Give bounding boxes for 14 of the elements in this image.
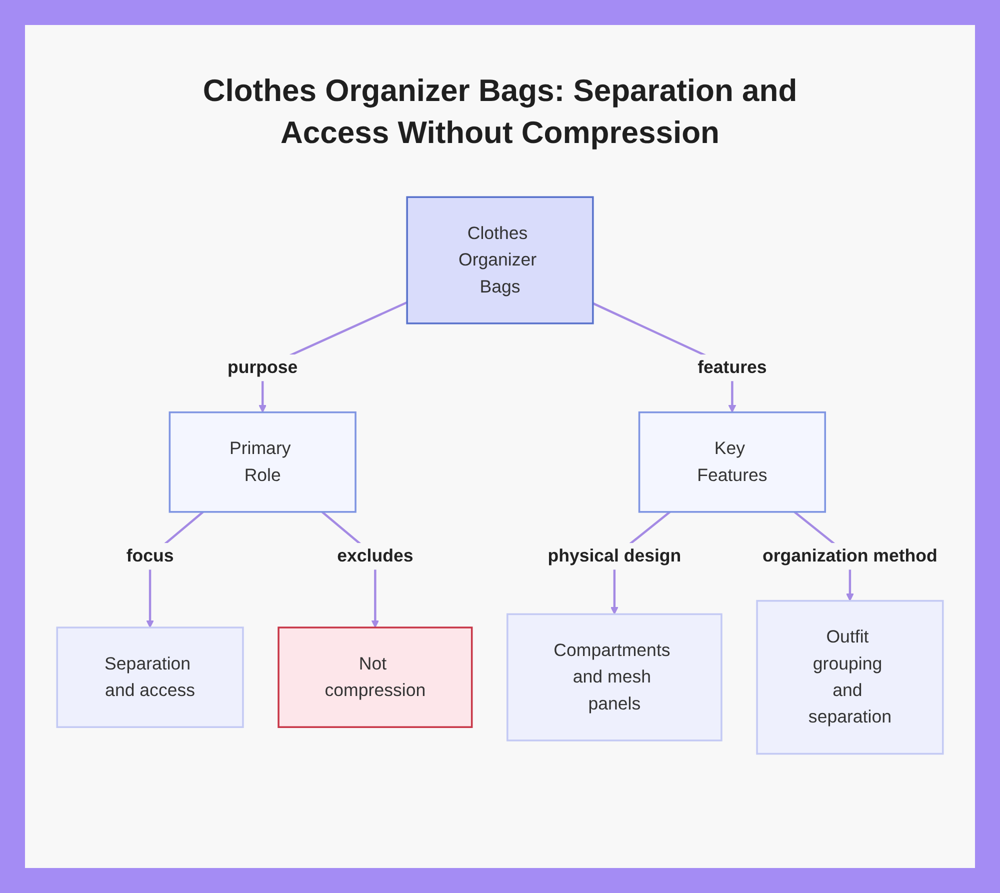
node-box: Compartments and mesh panels: [506, 613, 722, 742]
edge-label: excludes: [337, 546, 414, 566]
node-box: Outfit grouping and separation: [756, 600, 944, 755]
edge-label: physical design: [548, 546, 682, 566]
node-box: Primary Role: [168, 411, 356, 513]
node-box: Clothes Organizer Bags: [406, 196, 594, 324]
edge-label: purpose: [228, 358, 298, 378]
node-box: Not compression: [278, 626, 473, 728]
edge-label: organization method: [762, 546, 938, 566]
node-box: Separation and access: [56, 626, 244, 728]
edge-label: features: [698, 358, 767, 378]
node-box: Key Features: [638, 411, 826, 513]
diagram-title: Clothes Organizer Bags: Separation and Access Without Compression: [202, 72, 798, 152]
edge-label: focus: [126, 546, 174, 566]
